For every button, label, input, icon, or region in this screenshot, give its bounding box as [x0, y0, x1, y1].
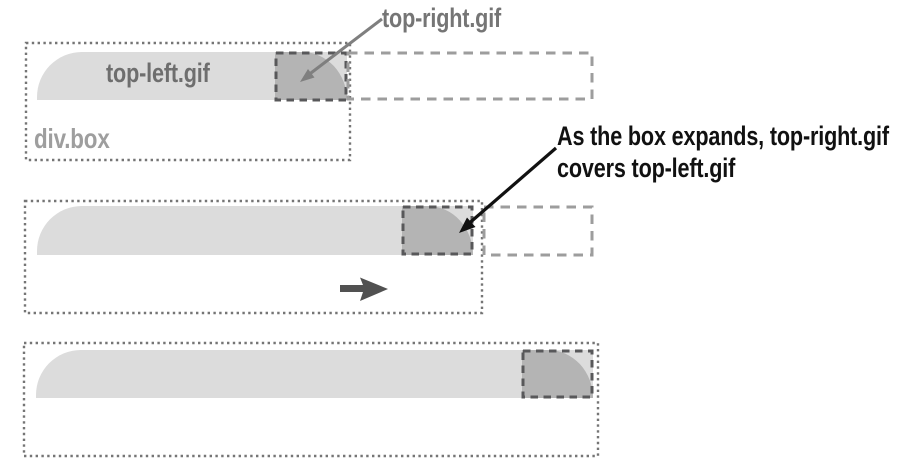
expansion-annotation: As the box expands, top-right.gif covers… [557, 120, 889, 184]
annotation-arrow-icon [459, 217, 476, 233]
top-right-gif-corner-3 [522, 350, 593, 398]
div-box-selector-label: div.box [34, 123, 110, 154]
top-left-gif-bar-2 [37, 206, 473, 255]
annotation-line-2: covers top-left.gif [557, 153, 736, 183]
div-box-outline-3 [22, 341, 600, 458]
annotation-arrow-shaft [464, 146, 558, 228]
stage-2 [23, 146, 594, 315]
annotation-line-1: As the box expands, top-right.gif [557, 121, 889, 151]
top-right-gif-label: top-right.gif [382, 3, 502, 33]
hidden-image-extent-2 [482, 205, 594, 257]
expand-direction-arrow-icon [340, 277, 388, 301]
top-right-pointer-arrow-icon [300, 69, 315, 82]
div-box-outline-2 [23, 199, 484, 315]
top-left-gif-bar-1 [37, 52, 347, 100]
top-left-gif-label: top-left.gif [106, 58, 210, 88]
top-right-gif-corner-2 [402, 206, 473, 255]
top-right-gif-bounds-1 [274, 51, 348, 102]
stage-1 [24, 17, 594, 162]
stage-3 [22, 341, 600, 458]
top-right-pointer-arrow-shaft [306, 17, 383, 78]
top-left-gif-bar-3 [36, 350, 593, 398]
top-right-gif-bounds-3 [521, 349, 594, 399]
hidden-image-extent-1 [346, 51, 594, 101]
top-right-gif-bounds-2 [401, 205, 474, 256]
